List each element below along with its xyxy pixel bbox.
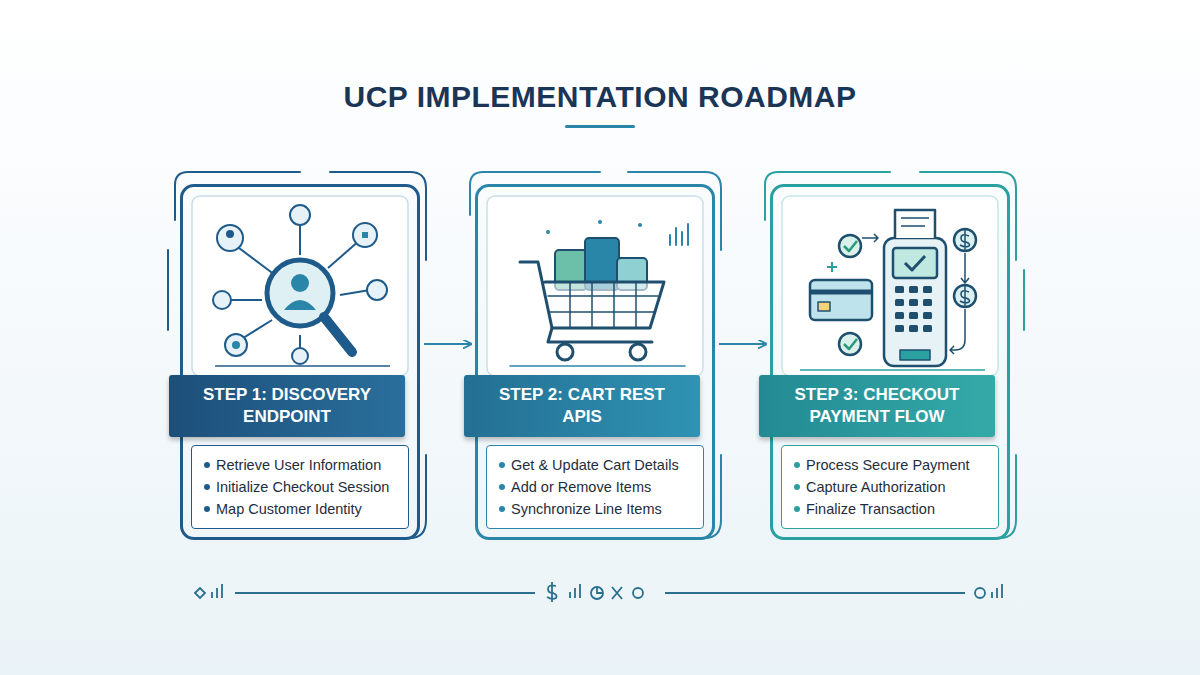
- bullet-list: Get & Update Cart DetailsAdd or Remove I…: [486, 445, 704, 529]
- bullet-item: Initialize Checkout Session: [202, 476, 402, 498]
- step-heading: STEP 1: DISCOVERY ENDPOINT: [169, 375, 405, 437]
- step-card: STEP 1: DISCOVERY ENDPOINTRetrieve User …: [180, 184, 420, 540]
- bullet-item: Retrieve User Information: [202, 454, 402, 476]
- bullet-item: Map Customer Identity: [202, 498, 402, 520]
- diagram-title: UCP IMPLEMENTATION ROADMAP: [0, 80, 1200, 114]
- bullet-item: Synchronize Line Items: [497, 498, 697, 520]
- step-card: STEP 2: CART REST APISGet & Update Cart …: [475, 184, 715, 540]
- bullet-list: Process Secure PaymentCapture Authorizat…: [781, 445, 999, 529]
- step-card: STEP 3: CHECKOUT PAYMENT FLOWProcess Sec…: [770, 184, 1010, 540]
- bullet-list: Retrieve User InformationInitialize Chec…: [191, 445, 409, 529]
- bullet-item: Finalize Transaction: [792, 498, 992, 520]
- bullet-item: Get & Update Cart Details: [497, 454, 697, 476]
- flow-arrow: [424, 343, 471, 345]
- bullet-item: Process Secure Payment: [792, 454, 992, 476]
- bullet-item: Capture Authorization: [792, 476, 992, 498]
- flow-arrow: [719, 343, 766, 345]
- bullet-item: Add or Remove Items: [497, 476, 697, 498]
- step-heading: STEP 2: CART REST APIS: [464, 375, 700, 437]
- step-heading: STEP 3: CHECKOUT PAYMENT FLOW: [759, 375, 995, 437]
